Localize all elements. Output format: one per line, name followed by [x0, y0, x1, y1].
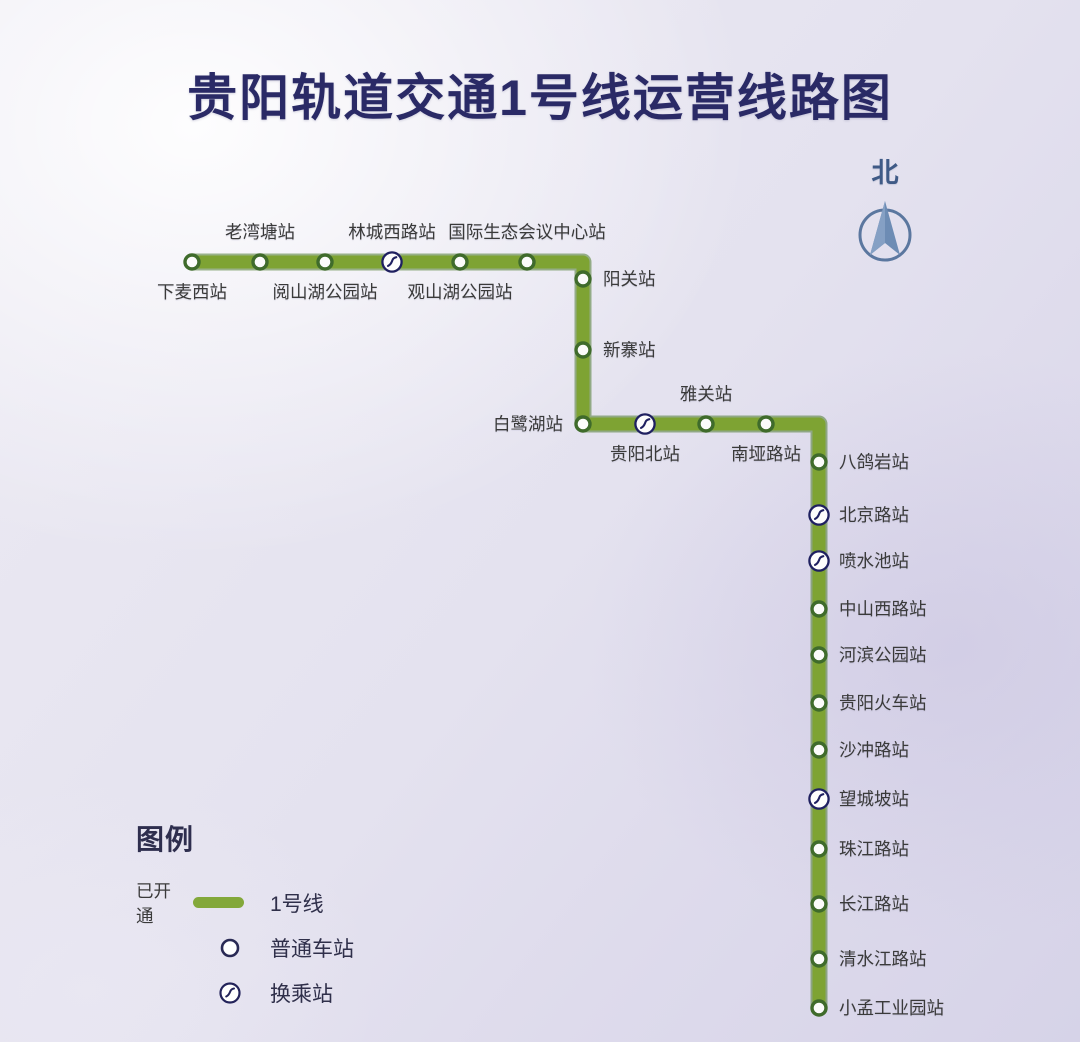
legend-normal-label: 普通车站 [270, 937, 354, 961]
station-label: 老湾塘站 [225, 222, 295, 242]
compass: 北 [845, 160, 925, 285]
station-label: 长江路站 [839, 894, 909, 914]
station-label: 下麦西站 [157, 282, 227, 302]
normal-station-icon [808, 739, 830, 761]
normal-station-icon [572, 339, 594, 361]
station-label: 河滨公园站 [839, 645, 927, 665]
normal-station-icon [572, 268, 594, 290]
station-label: 中山西路站 [839, 599, 927, 619]
legend-line-label: 1号线 [270, 892, 324, 916]
legend-item-line: 已开通 1号线 [136, 878, 354, 928]
interchange-station-icon [806, 786, 832, 812]
normal-station-icon [181, 251, 203, 273]
normal-station-icon [808, 692, 830, 714]
normal-station-icon [695, 413, 717, 435]
normal-station-icon [572, 413, 594, 435]
station-label: 贵阳北站 [610, 444, 680, 464]
normal-station-icon [808, 893, 830, 915]
compass-north-label: 北 [871, 158, 899, 188]
normal-station-icon [808, 997, 830, 1019]
interchange-station-icon [806, 548, 832, 574]
normal-station-icon [808, 598, 830, 620]
legend-interchange-label: 换乘站 [270, 982, 333, 1006]
normal-station-icon [808, 451, 830, 473]
station-label: 国际生态会议中心站 [448, 222, 606, 242]
station-label: 白鹭湖站 [493, 414, 563, 434]
legend-line-key: 已开通 [136, 878, 254, 928]
legend-item-normal-station: 普通车站 [136, 925, 354, 970]
station-label: 阅山湖公园站 [272, 282, 378, 302]
station-label: 观山湖公园站 [407, 282, 513, 302]
normal-station-icon [808, 948, 830, 970]
interchange-station-icon [632, 411, 658, 437]
legend-item-interchange-station: 换乘站 [136, 970, 354, 1015]
compass-north-arrow-icon [858, 201, 912, 262]
station-label: 清水江路站 [839, 949, 927, 969]
page-title: 贵阳轨道交通1号线运营线路图 [187, 70, 893, 126]
legend-line-status: 已开通 [136, 880, 171, 926]
station-label: 阳关站 [603, 269, 656, 289]
station-label: 望城坡站 [839, 789, 909, 809]
normal-station-icon [314, 251, 336, 273]
station-label: 北京路站 [839, 505, 909, 525]
normal-station-icon [808, 644, 830, 666]
legend-interchange-key [136, 980, 254, 1006]
interchange-station-icon [216, 980, 244, 1006]
station-label: 贵阳火车站 [839, 693, 927, 713]
station-label: 喷水池站 [839, 551, 909, 571]
station-label: 八鸽岩站 [839, 452, 909, 472]
interchange-station-icon [806, 502, 832, 528]
legend: 图例 已开通 1号线 普通车站 [136, 818, 354, 1015]
normal-station-icon [249, 251, 271, 273]
station-label: 珠江路站 [839, 839, 909, 859]
legend-normal-key [136, 936, 254, 960]
station-label: 雅关站 [679, 384, 733, 404]
interchange-station-icon [379, 249, 405, 275]
normal-station-icon [449, 251, 471, 273]
normal-station-icon [755, 413, 777, 435]
normal-station-icon [516, 251, 538, 273]
legend-heading: 图例 [136, 824, 195, 855]
station-label: 林城西路站 [348, 222, 436, 242]
station-label: 沙冲路站 [839, 740, 909, 760]
line-swatch-icon [192, 897, 244, 908]
normal-station-icon [808, 838, 830, 860]
station-label: 新寨站 [603, 340, 656, 360]
station-label: 南垭路站 [731, 444, 801, 464]
normal-station-icon [216, 936, 244, 960]
station-label: 小孟工业园站 [839, 998, 944, 1018]
